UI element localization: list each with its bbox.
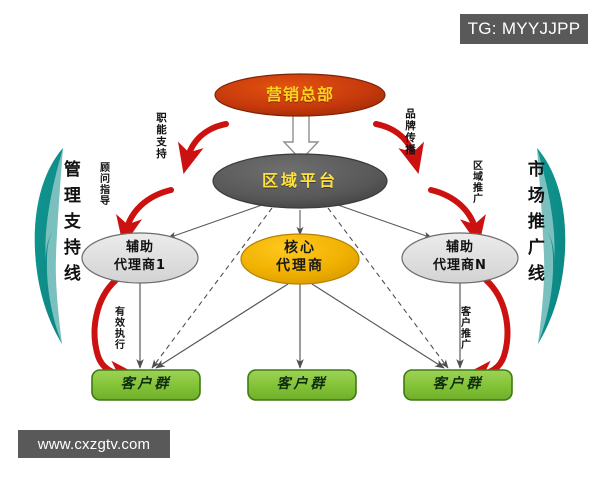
node-customer-group-left[interactable] [91,369,201,401]
arrow-label-brand-communication: 品牌传播 [404,108,417,156]
node-core-agent[interactable] [240,233,360,285]
node-aux-agent-n[interactable] [401,232,519,284]
top-right-watermark-tag: TG: MYYJJPP [460,14,588,44]
node-regional-platform[interactable] [212,153,388,209]
node-customer-group-center[interactable] [247,369,357,401]
block-arrow-down-icon [282,111,320,162]
connectors-platform-dashed [151,207,449,369]
node-customer-group-right[interactable] [403,369,513,401]
bottom-left-watermark-tag: www.cxzgtv.com [18,430,170,458]
connectors-platform-to-agents [167,204,433,239]
left-management-ribbon [34,148,63,344]
right-market-ribbon [537,148,566,344]
node-headquarters[interactable] [214,73,386,117]
side-label-management-support-line: 管理支持线 [59,160,80,290]
node-aux-agent-1[interactable] [81,232,199,284]
arrow-label-effective-execution: 有效执行 [112,306,124,350]
arrow-label-regional-promotion: 区域推广 [470,160,482,204]
connectors-agents-to-customers [136,282,464,369]
side-label-market-promotion-line: 市场推广线 [523,160,544,290]
arrow-label-functional-support: 职能支持 [155,112,168,160]
arrow-label-consultant-guidance: 顾问指导 [97,162,109,206]
arrow-label-customer-promotion: 客户推广 [458,306,470,350]
